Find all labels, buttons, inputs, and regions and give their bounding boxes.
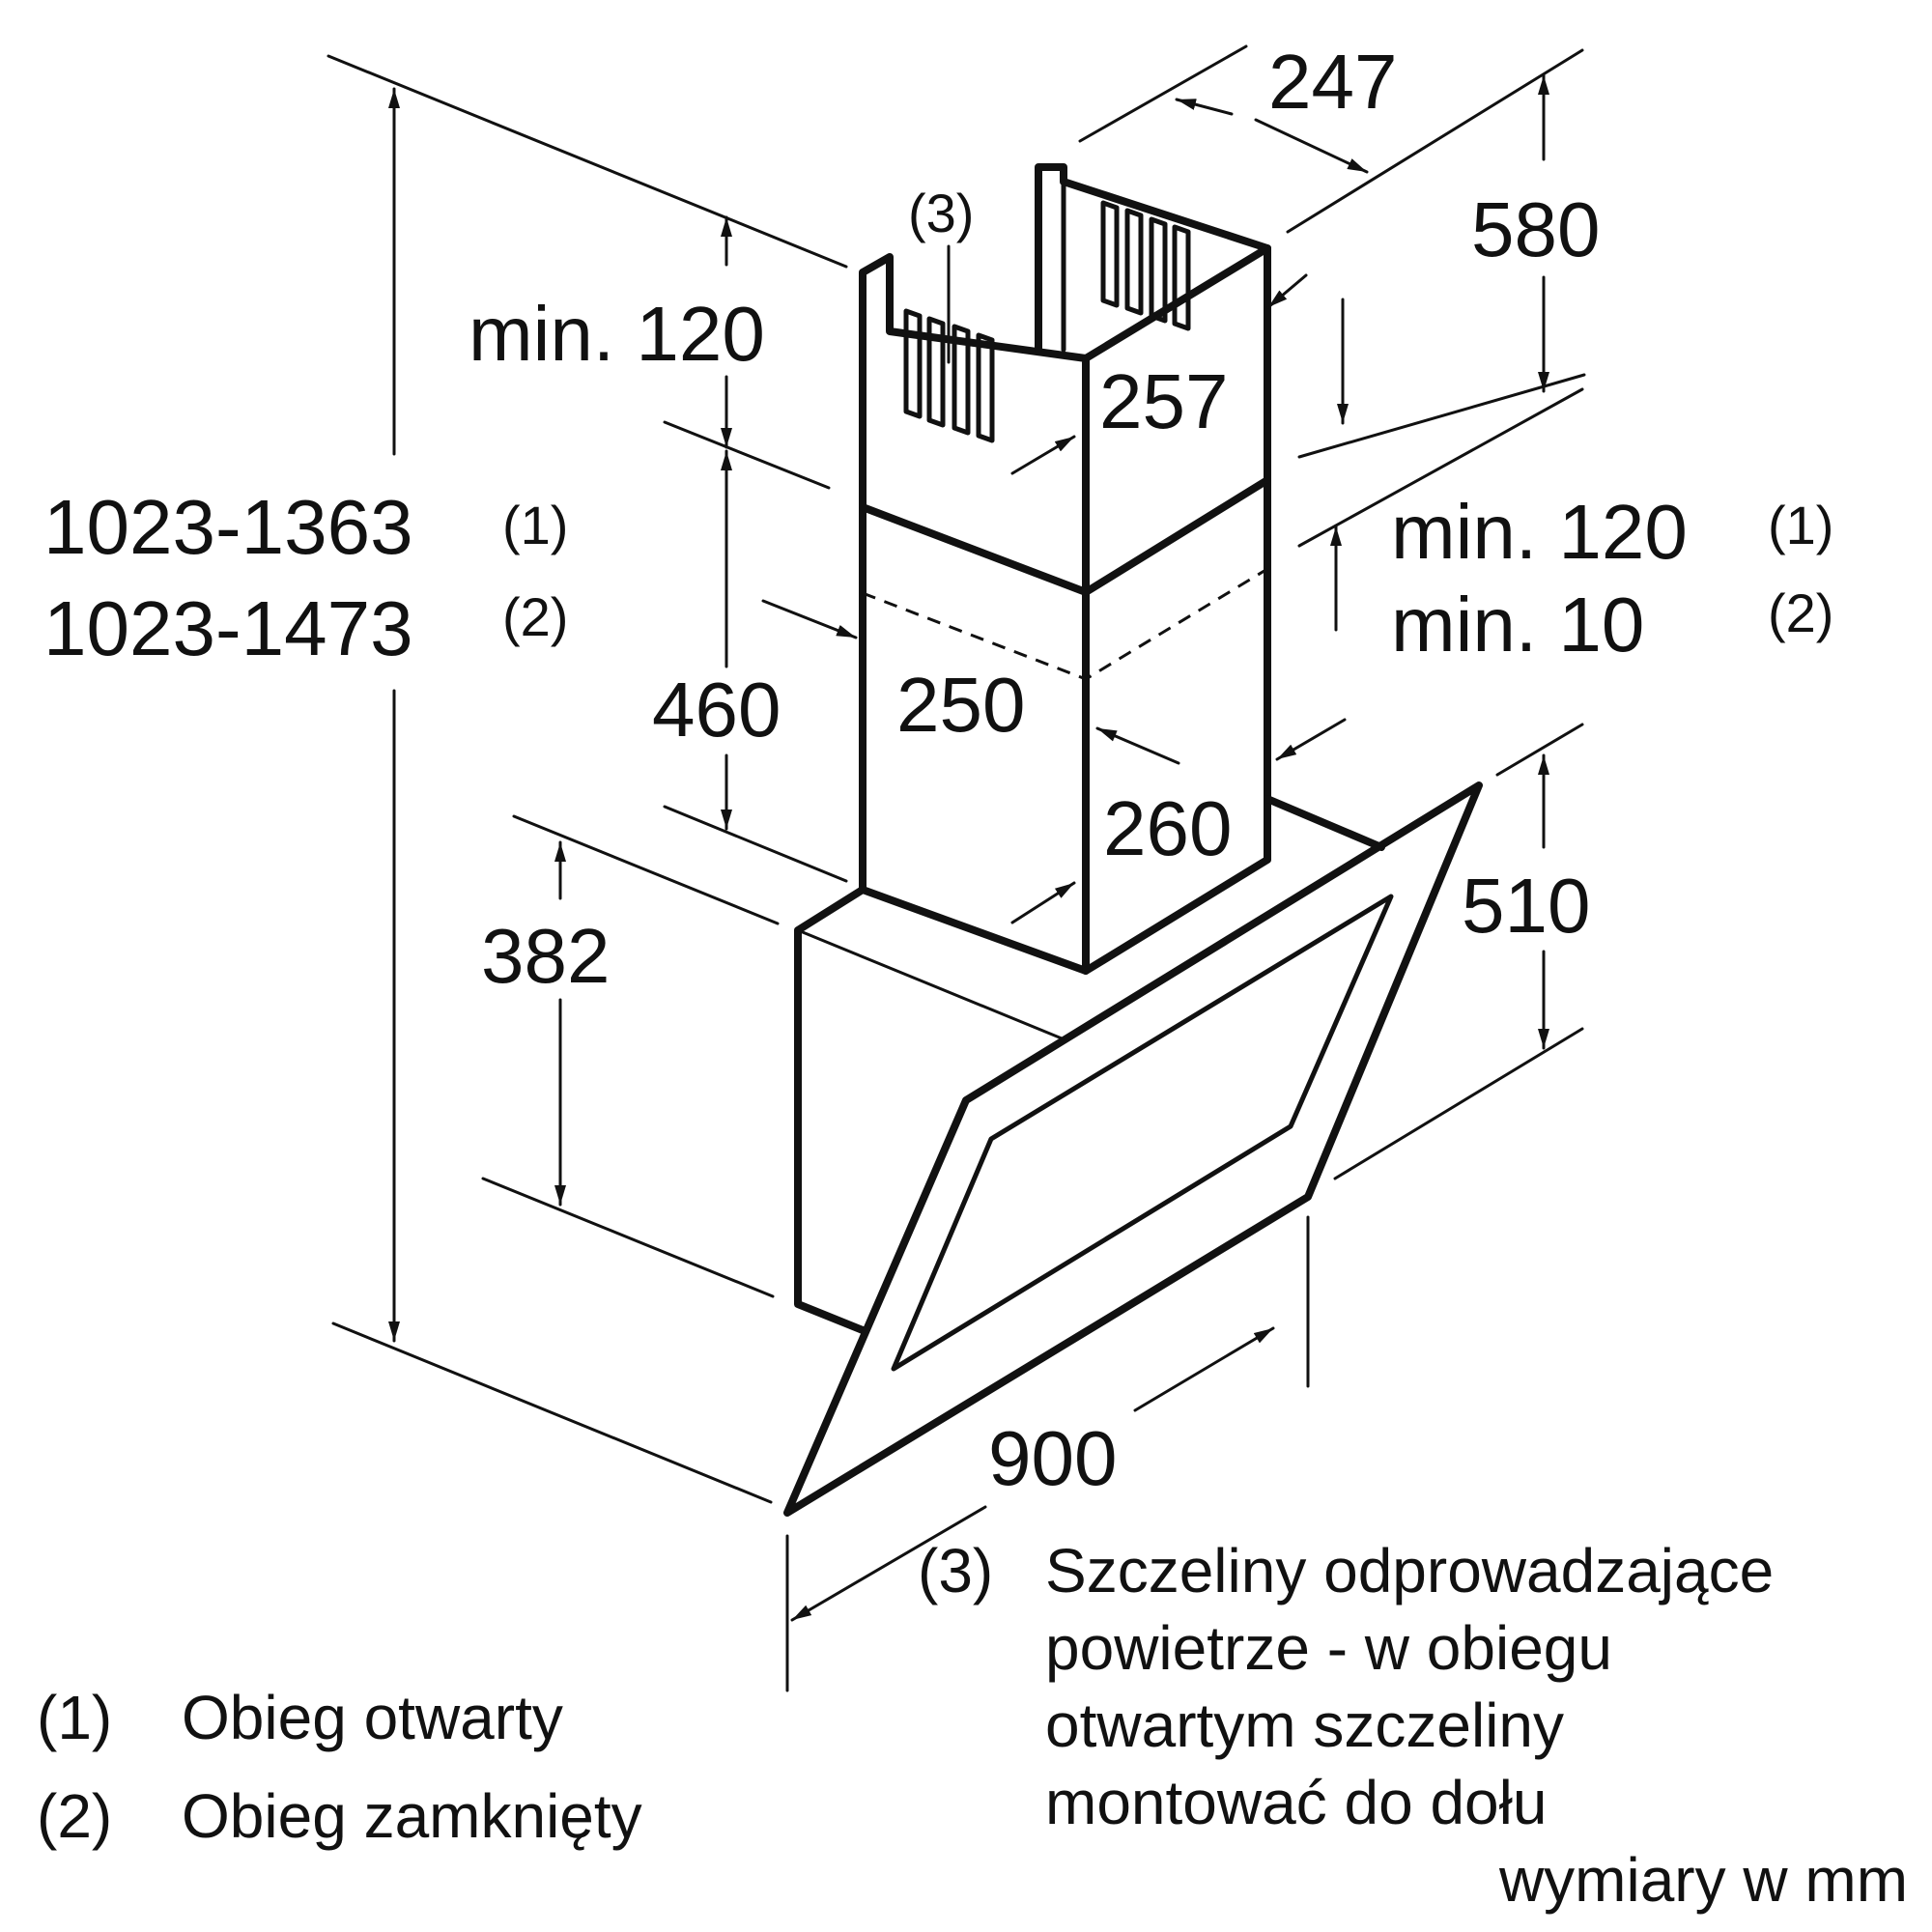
min-lower-gap-open-label: min. 120 bbox=[1391, 489, 1688, 575]
marker-1-right: (1) bbox=[1768, 495, 1833, 555]
upper-chimney-height-label: 580 bbox=[1471, 186, 1600, 272]
units-note: wymiary w mm bbox=[1498, 1845, 1908, 1915]
total-height-closed-label: 1023-1473 bbox=[43, 585, 413, 671]
total-height-open-label: 1023-1363 bbox=[43, 484, 413, 570]
dimension-arrows bbox=[388, 73, 1549, 1622]
legend-3-marker: (3) bbox=[918, 1536, 993, 1605]
lower-chimney-width-label: 250 bbox=[896, 662, 1025, 748]
min-lower-gap-closed-label: min. 10 bbox=[1391, 582, 1644, 668]
air-outlet-slots-right bbox=[1100, 200, 1191, 331]
hood-outline bbox=[783, 163, 1483, 1517]
legend-2-text: Obieg zamknięty bbox=[182, 1781, 642, 1851]
min-upper-gap-label: min. 120 bbox=[469, 291, 765, 377]
legend-3-line-1: Szczeliny odprowadzające bbox=[1045, 1536, 1774, 1605]
marker-1: (1) bbox=[502, 495, 568, 555]
marker-2: (2) bbox=[502, 586, 568, 647]
chimney-depth-label: 247 bbox=[1268, 39, 1397, 125]
legend-1-text: Obieg otwarty bbox=[182, 1683, 563, 1752]
extension-lines bbox=[327, 44, 1586, 1692]
body-height-label: 382 bbox=[481, 913, 610, 999]
lower-chimney-height-label: 460 bbox=[652, 667, 781, 753]
legend-3-line-4: montować do dołu bbox=[1045, 1768, 1547, 1837]
legend-2-marker: (2) bbox=[37, 1781, 112, 1851]
legend-3-line-3: otwartym szczeliny bbox=[1045, 1690, 1564, 1760]
legend: (3) Szczeliny odprowadzające powietrze -… bbox=[37, 1536, 1908, 1915]
canopy-height-label: 510 bbox=[1462, 863, 1590, 949]
marker-2-right: (2) bbox=[1768, 582, 1833, 643]
upper-chimney-width-label: 257 bbox=[1099, 358, 1228, 444]
legend-1-marker: (1) bbox=[37, 1683, 112, 1752]
dimension-labels: 1023-1363 (1) 1023-1473 (2) (3) min. 120… bbox=[43, 39, 1833, 1501]
legend-3-line-2: powietrze - w obiegu bbox=[1045, 1613, 1612, 1683]
air-outlet-slots-left bbox=[903, 308, 995, 443]
lower-chimney-depth-label: 260 bbox=[1103, 785, 1232, 871]
marker-3-drawing: (3) bbox=[908, 183, 974, 243]
hood-width-label: 900 bbox=[988, 1415, 1117, 1501]
